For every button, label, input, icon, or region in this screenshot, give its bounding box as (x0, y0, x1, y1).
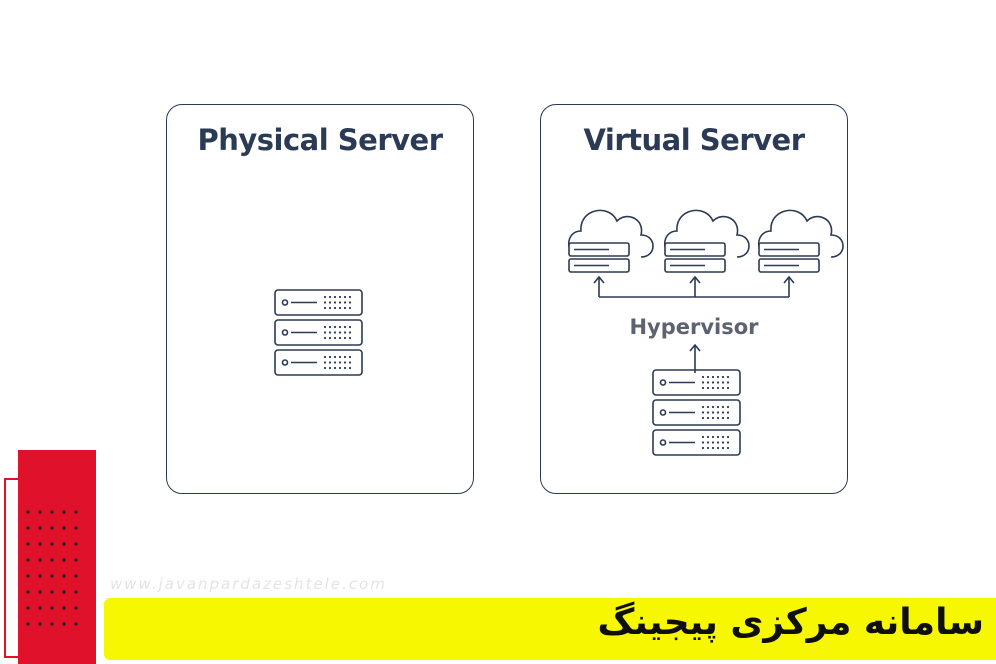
title-banner: سامانه مرکزی پیجینگ (104, 598, 996, 660)
virtual-server-diagram (567, 209, 844, 456)
server-unit-icon (274, 319, 363, 346)
physical-server-title: Physical Server (197, 123, 443, 157)
decorative-red-outline (4, 478, 88, 658)
physical-server-panel: Physical Server (166, 104, 474, 494)
virtual-server-title: Virtual Server (583, 123, 805, 157)
host-server-stack-icon (652, 369, 741, 456)
physical-server-stack-icon (274, 289, 363, 376)
banner-title: سامانه مرکزی پیجینگ (597, 602, 984, 643)
hypervisor-connectors (593, 275, 795, 373)
server-unit-icon (274, 289, 363, 316)
cloud-vm-icon-3 (757, 209, 844, 273)
hypervisor-label: Hypervisor (629, 315, 759, 339)
decorative-red-block (18, 450, 96, 664)
server-unit-icon (274, 349, 363, 376)
website-watermark: www.javanpardazeshtele.com (110, 575, 387, 593)
virtual-server-panel: Virtual Server (540, 104, 848, 494)
decorative-dot-grid (26, 510, 78, 626)
cloud-vm-icon-2 (663, 209, 750, 273)
cloud-vm-icon-1 (567, 209, 654, 273)
